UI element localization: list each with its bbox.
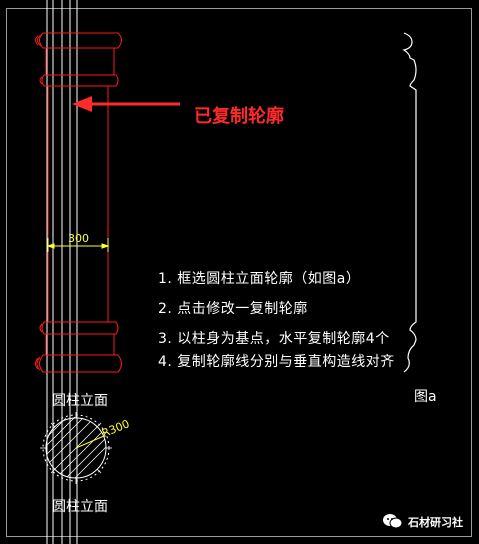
column-elevation-profile bbox=[35, 32, 122, 373]
column-plan-section bbox=[40, 412, 112, 484]
capital-top-ring bbox=[39, 32, 122, 49]
dimension-300 bbox=[46, 238, 110, 252]
wechat-icon bbox=[383, 514, 403, 529]
figure-a-profile bbox=[402, 32, 417, 373]
base-upper-ring bbox=[41, 321, 119, 335]
viewport-frame bbox=[6, 8, 472, 537]
capital-lower-ring bbox=[41, 74, 119, 87]
label-column-elevation: 圆柱立面 bbox=[52, 393, 108, 409]
annotation-copied-profile: 已复制轮廓 bbox=[194, 106, 284, 127]
annotation-arrow bbox=[72, 96, 180, 112]
base-lower-ring bbox=[39, 354, 122, 373]
construction-lines bbox=[46, 0, 78, 544]
label-column-plan: 圆柱立面 bbox=[52, 499, 108, 515]
dimension-width-label: 300 bbox=[68, 232, 89, 245]
label-figure-a: 图a bbox=[414, 389, 437, 405]
step-4: 4. 复制轮廓线分别与垂直构造线对齐 bbox=[158, 354, 395, 370]
step-1: 1. 框选圆柱立面轮廓（如图a） bbox=[158, 271, 361, 287]
watermark-text: 石材研习社 bbox=[408, 516, 463, 529]
step-3: 3. 以柱身为基点，水平复制轮廓4个 bbox=[158, 331, 390, 347]
watermark: 石材研习社 bbox=[382, 512, 472, 534]
step-2: 2. 点击修改一复制轮廓 bbox=[158, 301, 308, 317]
